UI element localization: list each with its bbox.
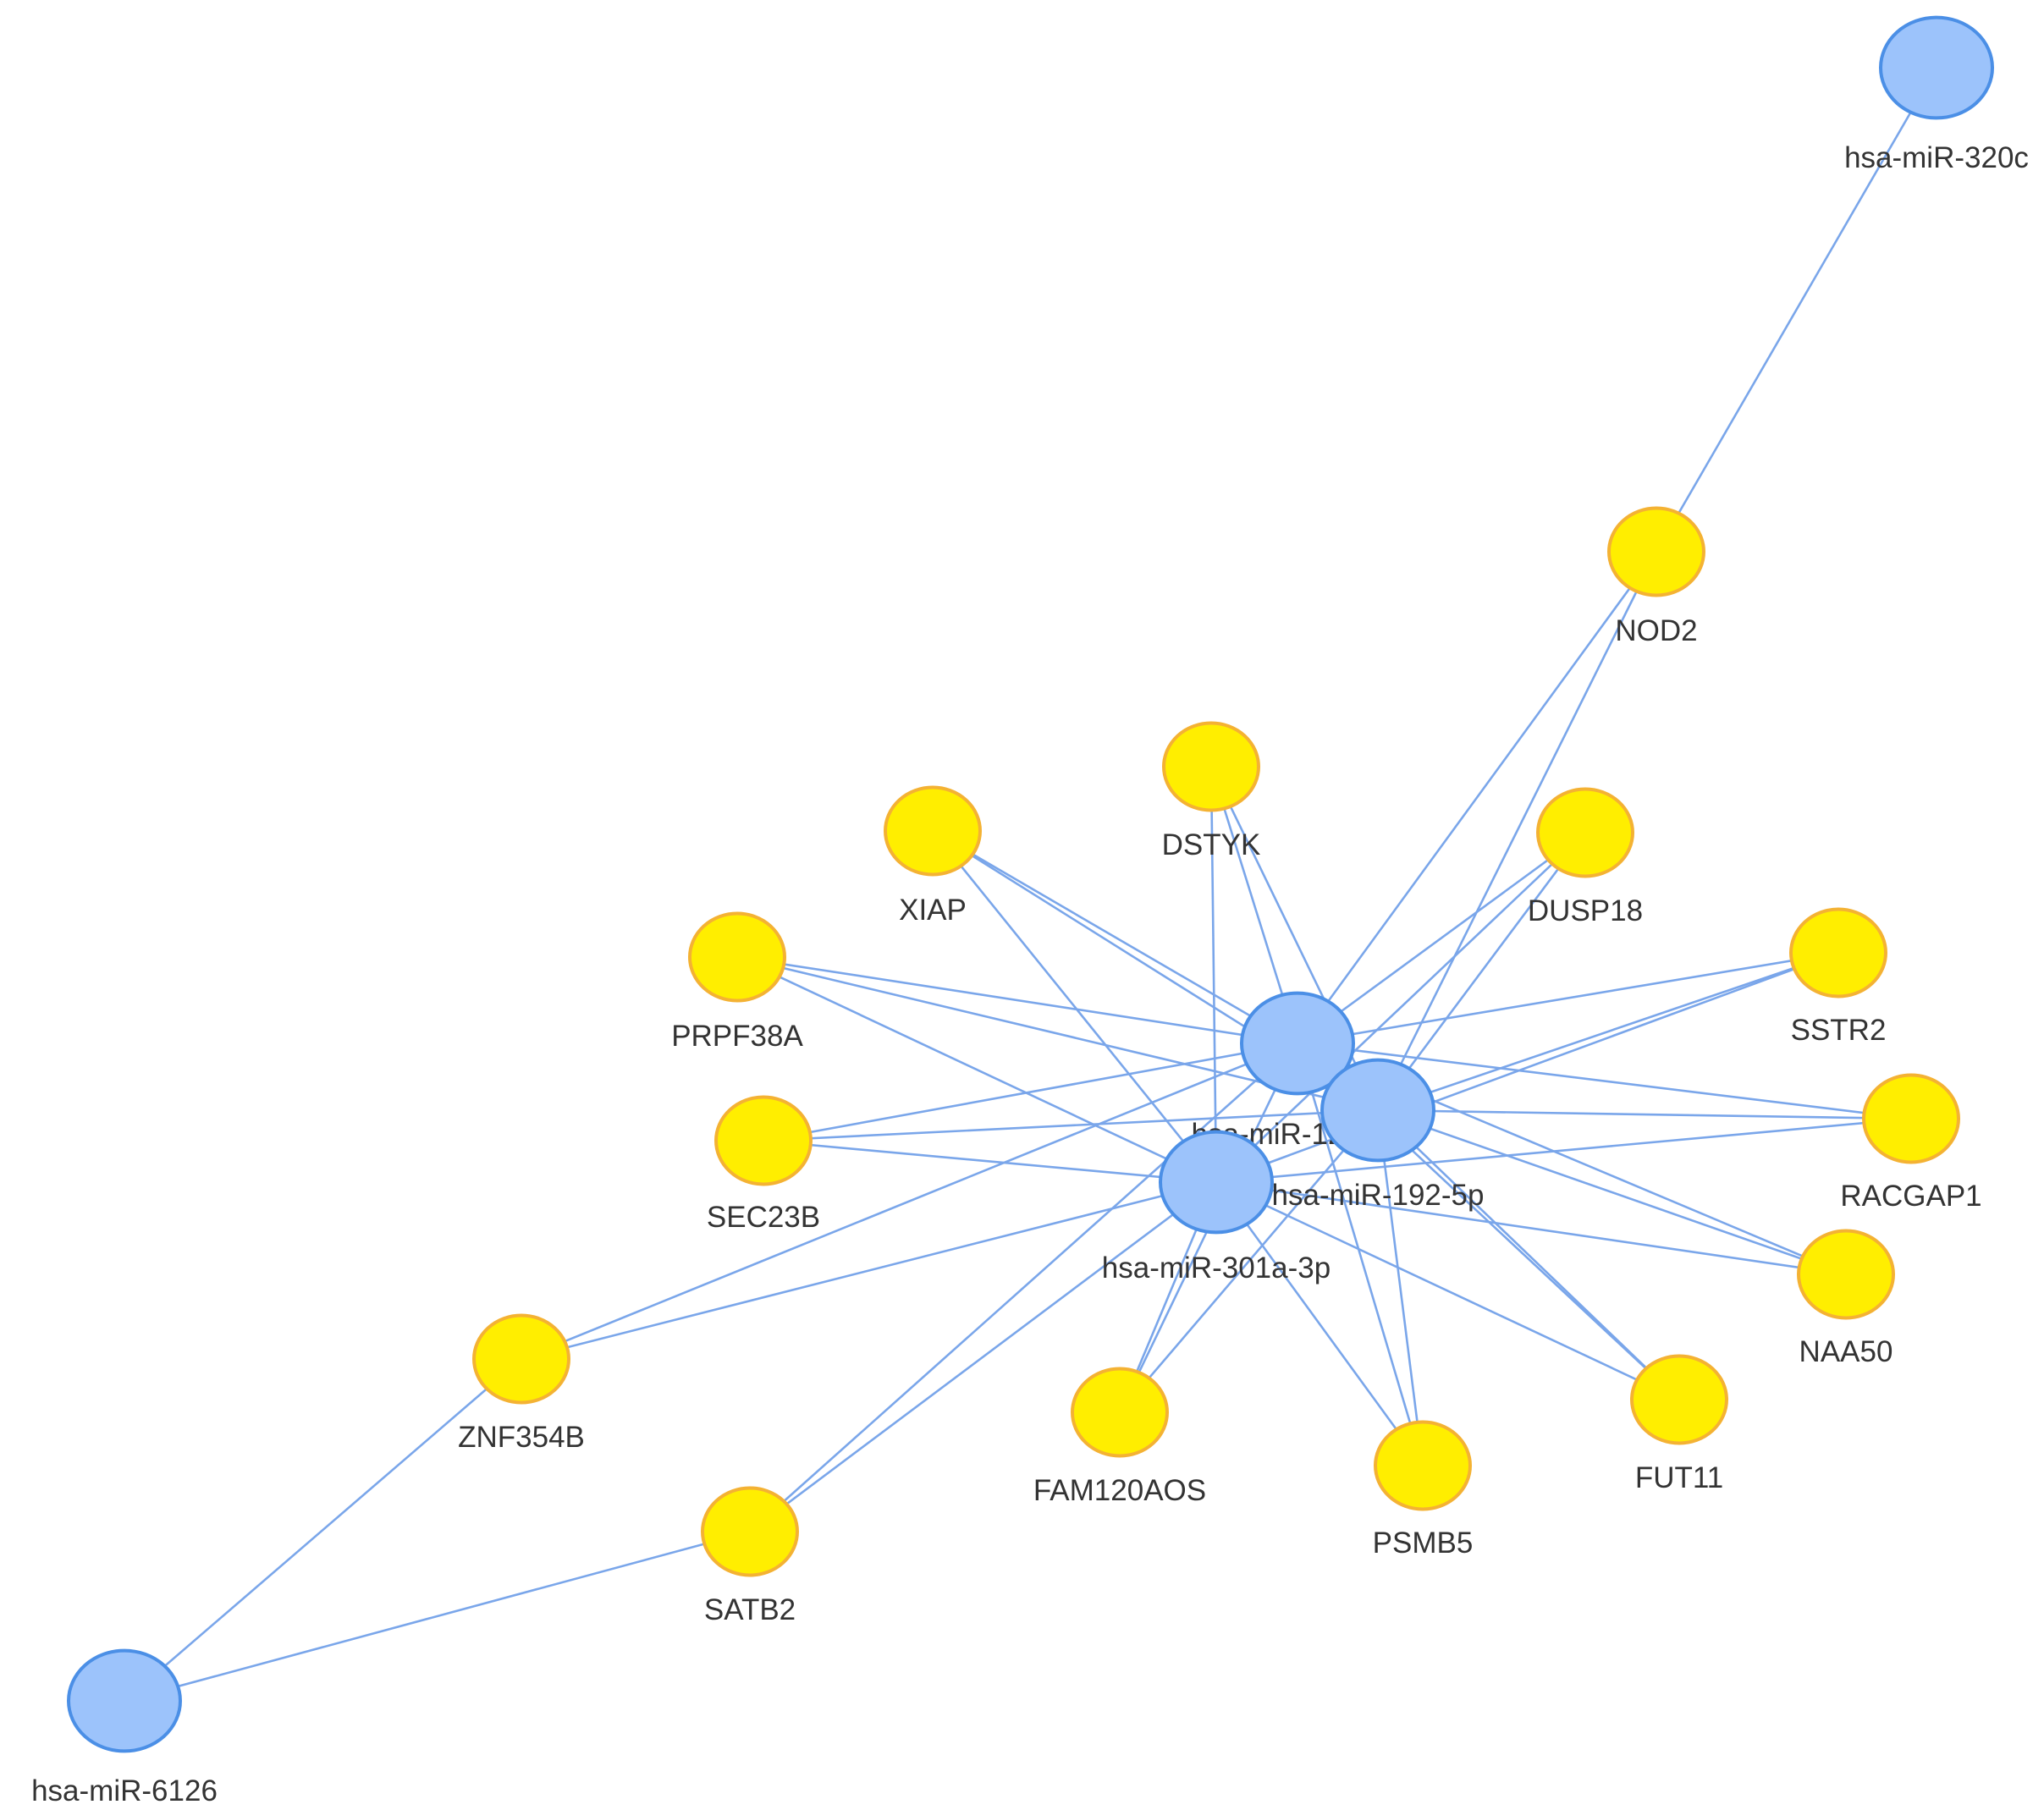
gene-node-xiap[interactable] [884, 785, 982, 877]
node-label-m6126: hsa-miR-6126 [31, 1774, 218, 1807]
edge-m301-znf354b [521, 1180, 1217, 1361]
edge-m192-fut11 [1377, 1109, 1680, 1400]
edge-m301-sstr2 [1215, 951, 1839, 1184]
node-label-m192: hsa-miR-192-5p [1272, 1179, 1485, 1212]
node-label-sstr2: SSTR2 [1791, 1014, 1887, 1047]
edge-m122-satb2 [749, 1043, 1298, 1532]
edge-m122-sec23b [763, 1042, 1298, 1142]
node-label-dstyk: DSTYK [1162, 828, 1261, 861]
edge-m192-psmb5 [1376, 1109, 1424, 1466]
gene-node-psmb5[interactable] [1374, 1420, 1472, 1511]
gene-node-naa50[interactable] [1797, 1229, 1895, 1320]
gene-node-sstr2[interactable] [1789, 907, 1887, 999]
edge-m301-psmb5 [1215, 1181, 1424, 1466]
edge-m301-naa50 [1215, 1180, 1847, 1276]
mirna-node-m6126[interactable] [67, 1648, 182, 1753]
node-label-znf354b: ZNF354B [458, 1421, 585, 1454]
node-label-dusp18: DUSP18 [1528, 894, 1643, 927]
node-label-fam120aos: FAM120AOS [1033, 1474, 1206, 1507]
node-naa50[interactable]: NAA50 [1797, 1229, 1895, 1368]
node-label-naa50: NAA50 [1799, 1335, 1893, 1368]
edge-m301-xiap [931, 830, 1218, 1183]
edge-m122-znf354b [521, 1042, 1298, 1361]
node-label-racgap1: RACGAP1 [1840, 1180, 1981, 1213]
mirna-node-m192[interactable] [1320, 1058, 1435, 1163]
node-prpf38a[interactable]: PRPF38A [671, 911, 803, 1053]
edge-m6126-satb2 [124, 1530, 751, 1703]
gene-node-znf354b[interactable] [472, 1313, 570, 1405]
node-sec23b[interactable]: SEC23B [707, 1095, 820, 1234]
edge-m122-nod2 [1296, 551, 1658, 1044]
node-label-fut11: FUT11 [1635, 1461, 1723, 1494]
node-label-sec23b: SEC23B [707, 1201, 820, 1234]
gene-node-satb2[interactable] [701, 1486, 799, 1577]
edge-m122-psmb5 [1296, 1043, 1424, 1466]
mirna-node-m301[interactable] [1159, 1130, 1274, 1235]
node-label-prpf38a: PRPF38A [671, 1020, 803, 1053]
edge-m122-racgap1 [1297, 1042, 1912, 1120]
gene-node-dusp18[interactable] [1536, 787, 1634, 878]
edge-m122-dusp18 [1297, 831, 1586, 1045]
edge-m192-nod2 [1376, 551, 1658, 1111]
edge-m122-xiap [932, 829, 1298, 1045]
edge-m192-naa50 [1377, 1109, 1847, 1276]
edge-m301-dstyk [1209, 766, 1218, 1183]
edge-m301-prpf38a [736, 955, 1217, 1184]
node-znf354b[interactable]: ZNF354B [458, 1313, 585, 1454]
node-label-psmb5: PSMB5 [1373, 1527, 1474, 1560]
edge-m6126-znf354b [124, 1358, 522, 1702]
node-m6126[interactable]: hsa-miR-6126 [31, 1648, 218, 1807]
gene-node-fut11[interactable] [1630, 1354, 1728, 1445]
gene-node-nod2[interactable] [1607, 506, 1705, 597]
node-m192[interactable]: hsa-miR-192-5p [1272, 1058, 1485, 1212]
node-label-m301: hsa-miR-301a-3p [1102, 1252, 1331, 1285]
edge-m192-sec23b [763, 1109, 1379, 1142]
node-label-xiap: XIAP [899, 894, 967, 927]
node-fut11[interactable]: FUT11 [1630, 1354, 1728, 1494]
node-label-nod2: NOD2 [1615, 614, 1697, 647]
node-xiap[interactable]: XIAP [884, 785, 982, 927]
edge-m122-prpf38a [736, 955, 1298, 1045]
node-racgap1[interactable]: RACGAP1 [1840, 1073, 1982, 1213]
mirna-node-m122[interactable] [1240, 991, 1355, 1096]
edge-m192-dusp18 [1376, 832, 1587, 1111]
node-label-m320c: hsa-miR-320c [1844, 141, 2029, 174]
edge-m301-fut11 [1215, 1180, 1680, 1401]
edge-m192-sstr2 [1377, 951, 1839, 1112]
node-label-satb2: SATB2 [704, 1593, 796, 1626]
node-psmb5[interactable]: PSMB5 [1373, 1420, 1474, 1560]
edge-m301-racgap1 [1215, 1117, 1912, 1184]
edges-layer [124, 67, 1938, 1703]
node-m301[interactable]: hsa-miR-301a-3p [1102, 1130, 1331, 1285]
gene-node-dstyk[interactable] [1162, 721, 1260, 812]
node-m320c[interactable]: hsa-miR-320c [1844, 15, 2029, 174]
gene-node-racgap1[interactable] [1862, 1073, 1960, 1164]
mirna-node-m320c[interactable] [1879, 15, 1994, 120]
edge-m192-fam120aos [1119, 1109, 1379, 1413]
node-sstr2[interactable]: SSTR2 [1789, 907, 1887, 1047]
node-dusp18[interactable]: DUSP18 [1528, 787, 1643, 927]
node-nod2[interactable]: NOD2 [1607, 506, 1705, 647]
gene-node-fam120aos[interactable] [1071, 1367, 1169, 1458]
gene-node-sec23b[interactable] [714, 1095, 813, 1186]
gene-node-prpf38a[interactable] [688, 911, 786, 1003]
edge-m301-sec23b [763, 1139, 1217, 1184]
edge-m301-satb2 [749, 1180, 1217, 1533]
edge-m122-sstr2 [1297, 951, 1839, 1045]
node-satb2[interactable]: SATB2 [701, 1486, 799, 1626]
edge-m320c-nod2 [1655, 67, 1938, 553]
nodes-layer: hsa-miR-320chsa-miR-6126hsa-miR-122-5phs… [31, 15, 2029, 1807]
edge-m301-dusp18 [1215, 832, 1586, 1183]
node-dstyk[interactable]: DSTYK [1162, 721, 1261, 861]
edge-m192-racgap1 [1377, 1109, 1912, 1120]
node-fam120aos[interactable]: FAM120AOS [1033, 1367, 1206, 1507]
